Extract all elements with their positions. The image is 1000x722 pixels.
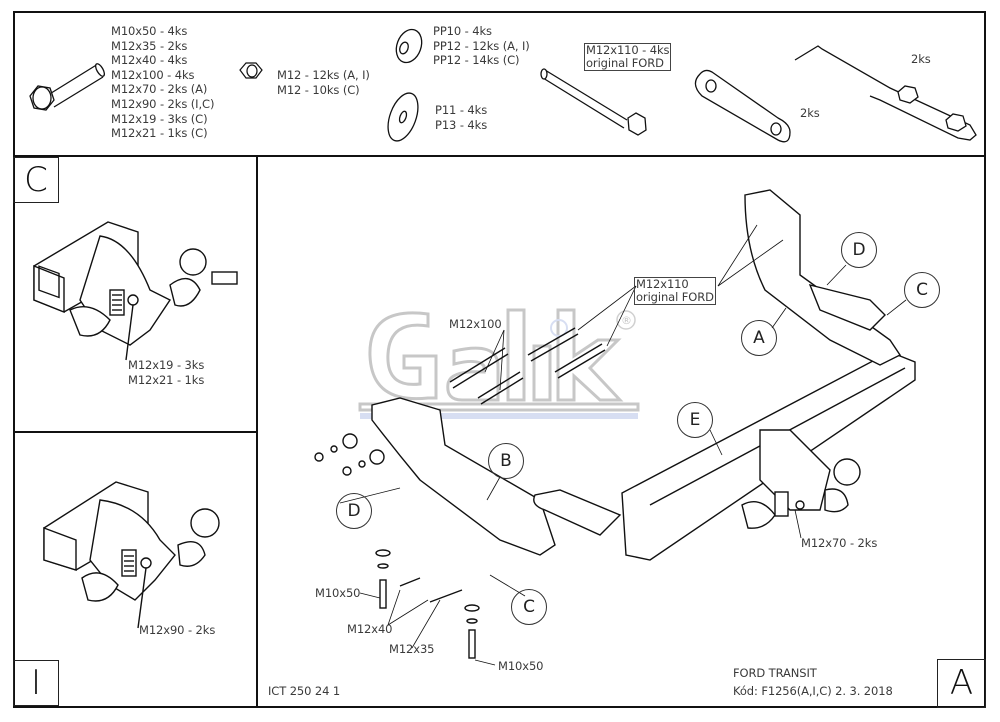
nut-icon	[239, 62, 263, 79]
ford-bolt-icon	[540, 68, 647, 136]
label-m12x40: M12x40	[347, 622, 393, 636]
bolt-list-item: M12x21 - 1ks (C)	[111, 126, 208, 141]
washer-p-list: P11 - 4ks P13 - 4ks	[435, 103, 487, 132]
spacer-plate-icon	[694, 69, 791, 143]
nut-list: M12 - 12ks (A, I) M12 - 10ks (C)	[277, 68, 370, 97]
view-i-bolt: M12x90 - 2ks	[139, 623, 216, 637]
view-c-bolt: M12x19 - 3ks	[128, 358, 205, 372]
bolt-list-item: M12x35 - 2ks	[111, 38, 188, 53]
washer-p-item: P13 - 4ks	[435, 117, 488, 132]
bolt-list-item: M12x40 - 4ks	[111, 53, 188, 68]
product-code: Kód: F1256(A,I,C) 2. 3. 2018	[733, 684, 893, 698]
ford-bolt-note: original FORD	[586, 56, 664, 70]
label-m10x50-bottom: M10x50	[498, 659, 544, 673]
callout-b: B	[488, 443, 524, 479]
washer-pp-item: PP12 - 12ks (A, I)	[433, 38, 530, 53]
washer-pp-item: PP10 - 4ks	[433, 24, 492, 38]
label-m12x70: M12x70 - 2ks	[801, 536, 878, 550]
plate-qty: 2ks	[800, 106, 820, 120]
bolt-list: M10x50 - 4ks M12x35 - 2ks M12x40 - 4ks M…	[111, 24, 214, 141]
label-m12x35: M12x35	[389, 642, 435, 656]
callout-d-left: D	[336, 493, 372, 529]
callout-c-right: C	[904, 272, 940, 308]
label-m12x110-note: original FORD	[636, 290, 714, 304]
ford-bolt-label: M12x110 - 4ks original FORD	[584, 43, 672, 71]
nut-list-item: M12 - 10ks (C)	[277, 82, 360, 97]
washer-p-item: P11 - 4ks	[435, 103, 488, 117]
towbar-c-illustration	[33, 221, 238, 361]
drawing-number: ICT 250 24 1	[268, 684, 341, 698]
ford-bolt-size: M12x110 - 4ks	[586, 43, 670, 57]
hex-bolt-icon	[29, 63, 106, 111]
drawing-frame	[13, 11, 986, 708]
logo-registered: ®	[621, 314, 632, 327]
logo-dot	[550, 319, 568, 337]
bolt-list-item: M12x19 - 3ks (C)	[111, 111, 208, 126]
left-bracket-b	[371, 397, 556, 556]
washer-flat-icon	[387, 92, 419, 142]
bracket-strap-icon	[794, 45, 977, 141]
view-c-bolt: M12x21 - 1ks	[128, 372, 205, 387]
view-label-c: C	[13, 157, 59, 203]
washer-large-icon	[395, 28, 423, 64]
bolt-list-item: M12x100 - 4ks	[111, 67, 195, 82]
label-m12x110: M12x110 original FORD	[634, 277, 716, 305]
label-m12x110-size: M12x110	[636, 277, 689, 291]
callout-d-top: D	[841, 232, 877, 268]
vehicle-name: FORD TRANSIT	[733, 666, 817, 680]
label-m10x50-left: M10x50	[315, 586, 361, 600]
washer-pp-item: PP12 - 14ks (C)	[433, 53, 520, 68]
strap-qty: 2ks	[911, 52, 931, 66]
callout-e: E	[677, 402, 713, 438]
view-c-bolts: M12x19 - 3ks M12x21 - 1ks	[128, 358, 204, 387]
label-m12x100: M12x100	[449, 317, 502, 331]
view-label-i: I	[13, 660, 59, 706]
callout-c-bottom: C	[511, 589, 547, 625]
bolt-list-item: M10x50 - 4ks	[111, 24, 188, 38]
washer-pp-list: PP10 - 4ks PP12 - 12ks (A, I) PP12 - 14k…	[433, 24, 530, 68]
galia-logo: ®	[358, 308, 640, 419]
towbar-i-illustration	[43, 481, 220, 629]
bolt-list-item: M12x90 - 2ks (I,C)	[111, 96, 215, 111]
callout-a: A	[741, 320, 777, 356]
nut-list-item: M12 - 12ks (A, I)	[277, 68, 370, 82]
view-c-i-divider	[13, 431, 258, 433]
bolt-list-item: M12x70 - 2ks (A)	[111, 82, 208, 97]
view-i-bolts: M12x90 - 2ks	[139, 623, 215, 638]
parts-strip-divider	[13, 155, 986, 157]
logo-underline	[360, 413, 638, 419]
view-label-a: A	[937, 659, 986, 708]
